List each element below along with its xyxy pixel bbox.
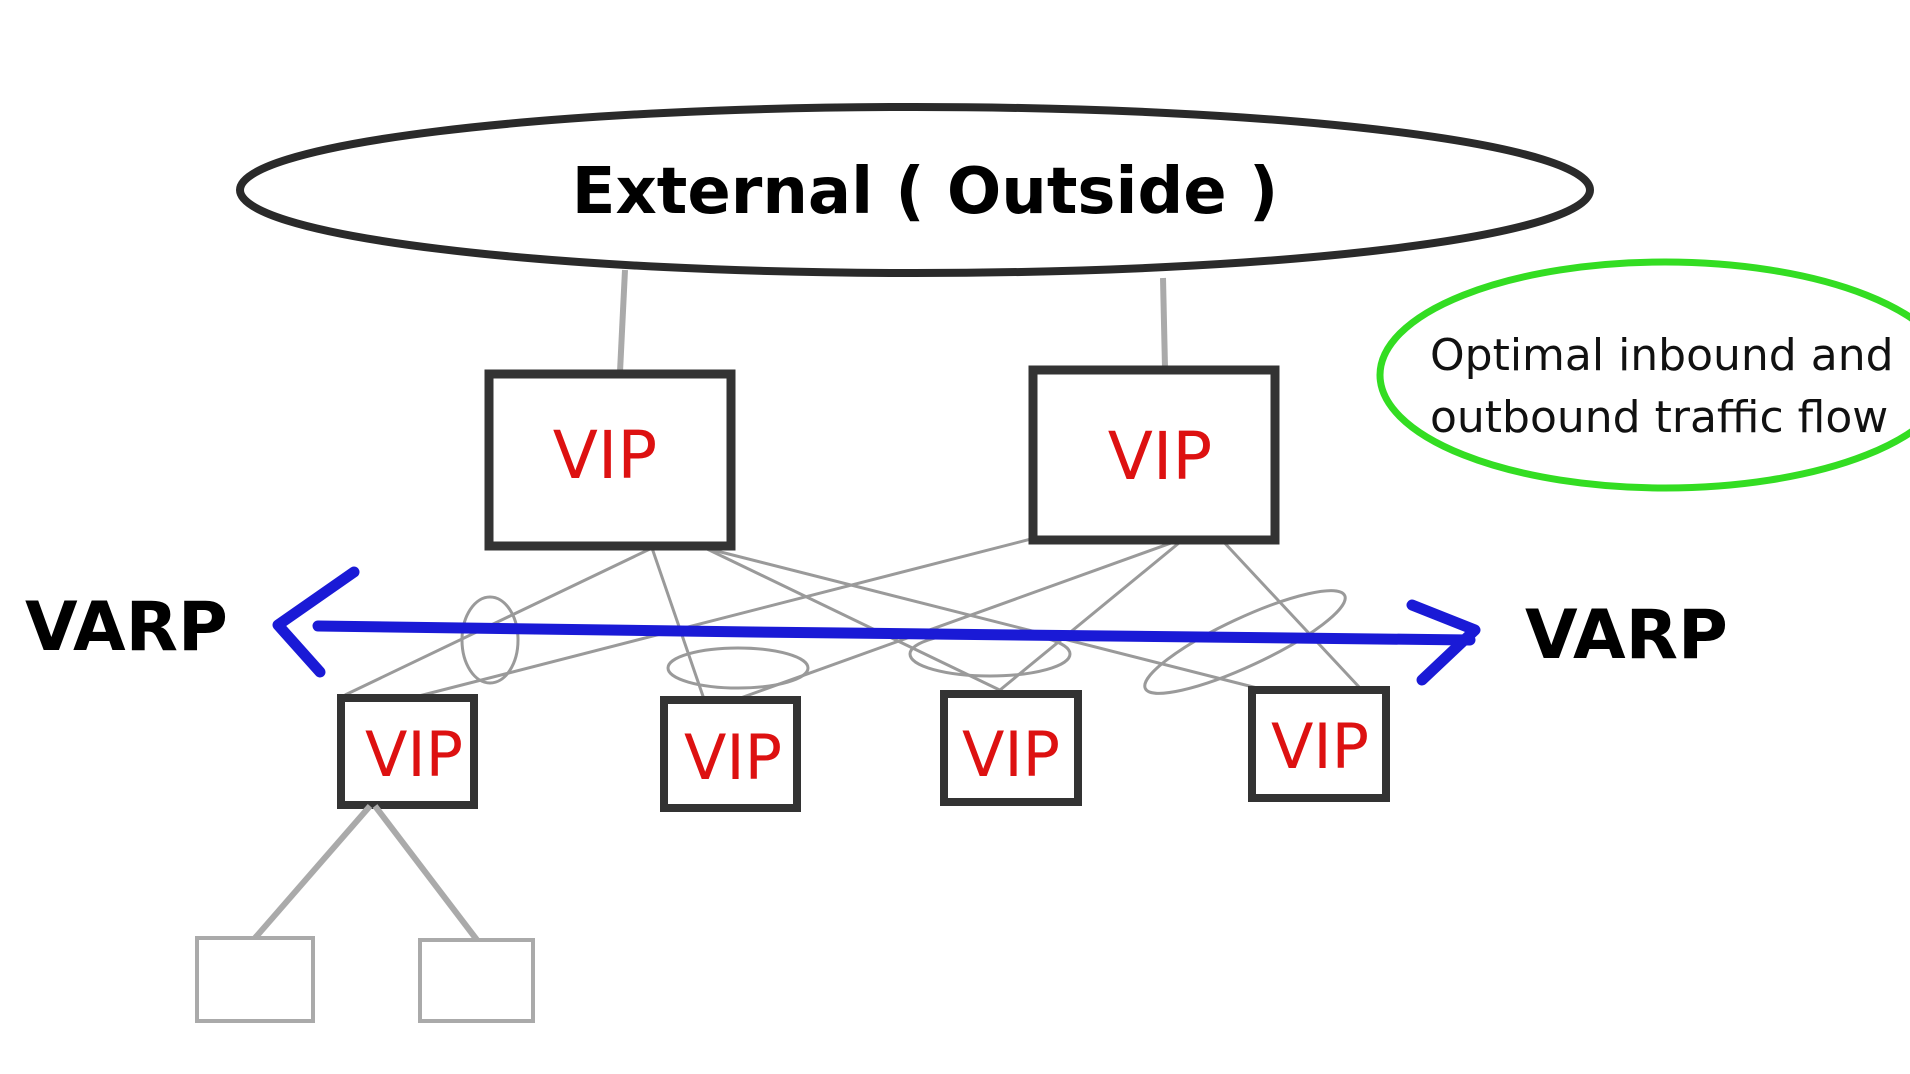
bottom-vip-box: [660, 696, 801, 812]
lag-loop: [666, 646, 810, 690]
mesh-link: [650, 547, 707, 703]
top-vip-box: [484, 369, 736, 551]
bottom-vip-switch-1: VIP: [337, 694, 478, 809]
uplink-left: [617, 269, 628, 373]
mesh-links: [344, 536, 1362, 703]
varp-arrow-shaft: [312, 620, 1476, 646]
note-outline: [1376, 258, 1910, 492]
bottom-vip-switch-3: VIP: [940, 690, 1082, 806]
uplinks: [617, 269, 1168, 373]
uplink-right: [1160, 277, 1168, 369]
host-box-1: [195, 936, 315, 1023]
top-vip-switch-2: VIP: [1028, 365, 1280, 545]
bottom-vip-box: [337, 694, 478, 809]
bottom-vip-box: [1248, 686, 1390, 802]
varp-left-label: VARP: [25, 588, 228, 667]
bottom-vip-label: VIP: [962, 718, 1060, 791]
mesh-link: [414, 536, 1036, 699]
external-label: External ( Outside ): [572, 155, 1278, 229]
mesh-link: [344, 546, 653, 697]
varp-arrow-right-head: [1406, 599, 1481, 686]
note-line-2: outbound traffic flow: [1430, 392, 1888, 443]
mesh-link: [734, 536, 1186, 702]
varp-arrow-left-head: [272, 566, 360, 678]
mesh-link: [999, 536, 1186, 692]
traffic-flow-note: Optimal inbound and outbound traffic flo…: [1376, 258, 1910, 492]
note-line-1: Optimal inbound and: [1430, 330, 1894, 381]
top-vip-box: [1028, 365, 1280, 545]
top-vip-label: VIP: [553, 417, 657, 494]
bottom-vip-switch-4: VIP: [1248, 686, 1390, 802]
mesh-link: [1218, 536, 1362, 690]
varp-arrow: [272, 566, 1481, 686]
bottom-vip-box: [940, 690, 1082, 806]
bottom-vip-label: VIP: [684, 721, 782, 794]
bottom-vip-switch-2: VIP: [660, 696, 801, 812]
mesh-link: [704, 546, 1011, 697]
host-link-left: [252, 804, 373, 940]
varp-right-label: VARP: [1525, 596, 1728, 675]
host-box-2: [418, 938, 535, 1023]
host-links: [252, 804, 480, 942]
external-network: External ( Outside ): [236, 103, 1594, 277]
lag-loop: [460, 595, 520, 685]
external-ellipse: [236, 103, 1594, 277]
host-link-right: [372, 804, 480, 942]
bottom-vip-label: VIP: [365, 718, 463, 791]
lag-loop: [1143, 589, 1347, 695]
bottom-vip-label: VIP: [1271, 710, 1369, 783]
mesh-link: [704, 546, 1266, 692]
top-vip-label: VIP: [1108, 418, 1212, 495]
top-vip-switch-1: VIP: [484, 369, 736, 551]
